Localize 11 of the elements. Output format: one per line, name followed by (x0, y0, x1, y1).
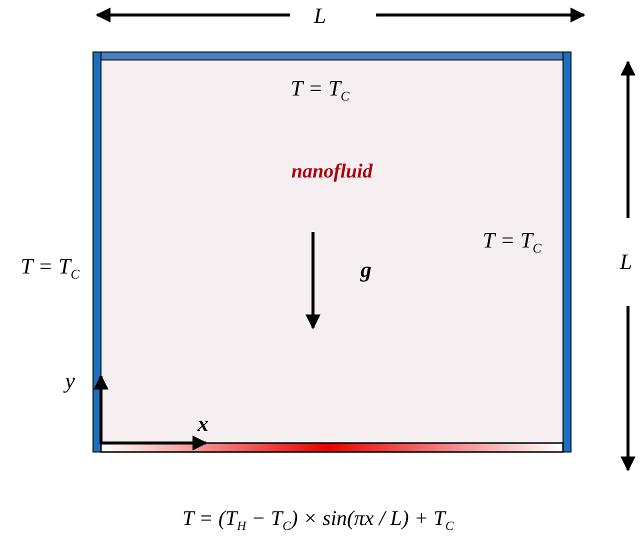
cavity-box (102, 61, 562, 442)
boundary-condition-label: T = T$_{C}$ (290, 75, 350, 105)
axis-label: y (65, 368, 75, 394)
formula: T = (T$_{H}$ − T$_{C}$) × sin(πx / L) + T$_{C}$ (182, 506, 454, 534)
boundary-condition-label: T = T$_{C}$ (20, 253, 80, 283)
dimension-label: L (620, 249, 632, 275)
boundary-condition-label: T = T$_{C}$ (482, 227, 542, 257)
gravity-label: g (360, 257, 372, 283)
axis-label: x (198, 411, 208, 437)
dimension-label: L (314, 3, 326, 29)
fluid-label: nanofluid (291, 160, 373, 184)
